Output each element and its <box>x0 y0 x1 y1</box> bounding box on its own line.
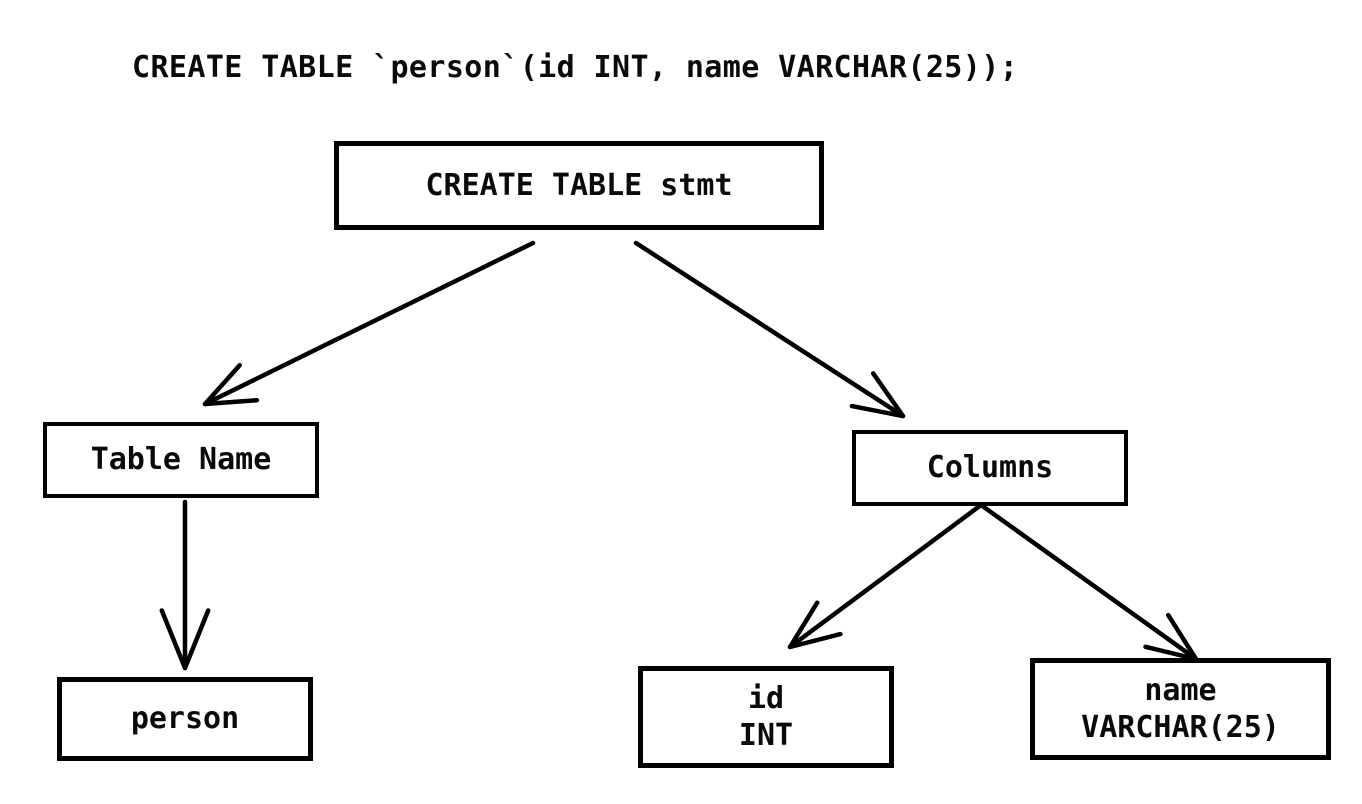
node-label: Table Name <box>90 442 272 478</box>
node-columns: Columns <box>852 430 1128 506</box>
edge-columns-to-id <box>787 502 984 650</box>
node-id-int: id INT <box>638 666 894 768</box>
node-table-name: Table Name <box>43 422 319 498</box>
node-label-line: VARCHAR(25) <box>1081 710 1280 745</box>
node-person: person <box>57 677 313 761</box>
node-label-line: name <box>1144 672 1217 708</box>
node-label-line: INT <box>738 718 794 753</box>
node-label: person <box>130 701 240 737</box>
node-label: Columns <box>926 450 1054 486</box>
node-name-varchar: name VARCHAR(25) <box>1030 658 1331 760</box>
node-label-line: id <box>747 680 785 716</box>
node-create-table-stmt: CREATE TABLE stmt <box>334 141 824 230</box>
edge-root-to-columns <box>633 240 906 419</box>
node-label: CREATE TABLE stmt <box>425 167 733 203</box>
edge-root-to-table-name <box>202 240 536 407</box>
edge-table-name-to-person <box>159 499 211 671</box>
sql-statement-text: CREATE TABLE `person`(id INT, name VARCH… <box>132 50 1019 85</box>
edge-columns-to-name <box>978 502 1199 662</box>
